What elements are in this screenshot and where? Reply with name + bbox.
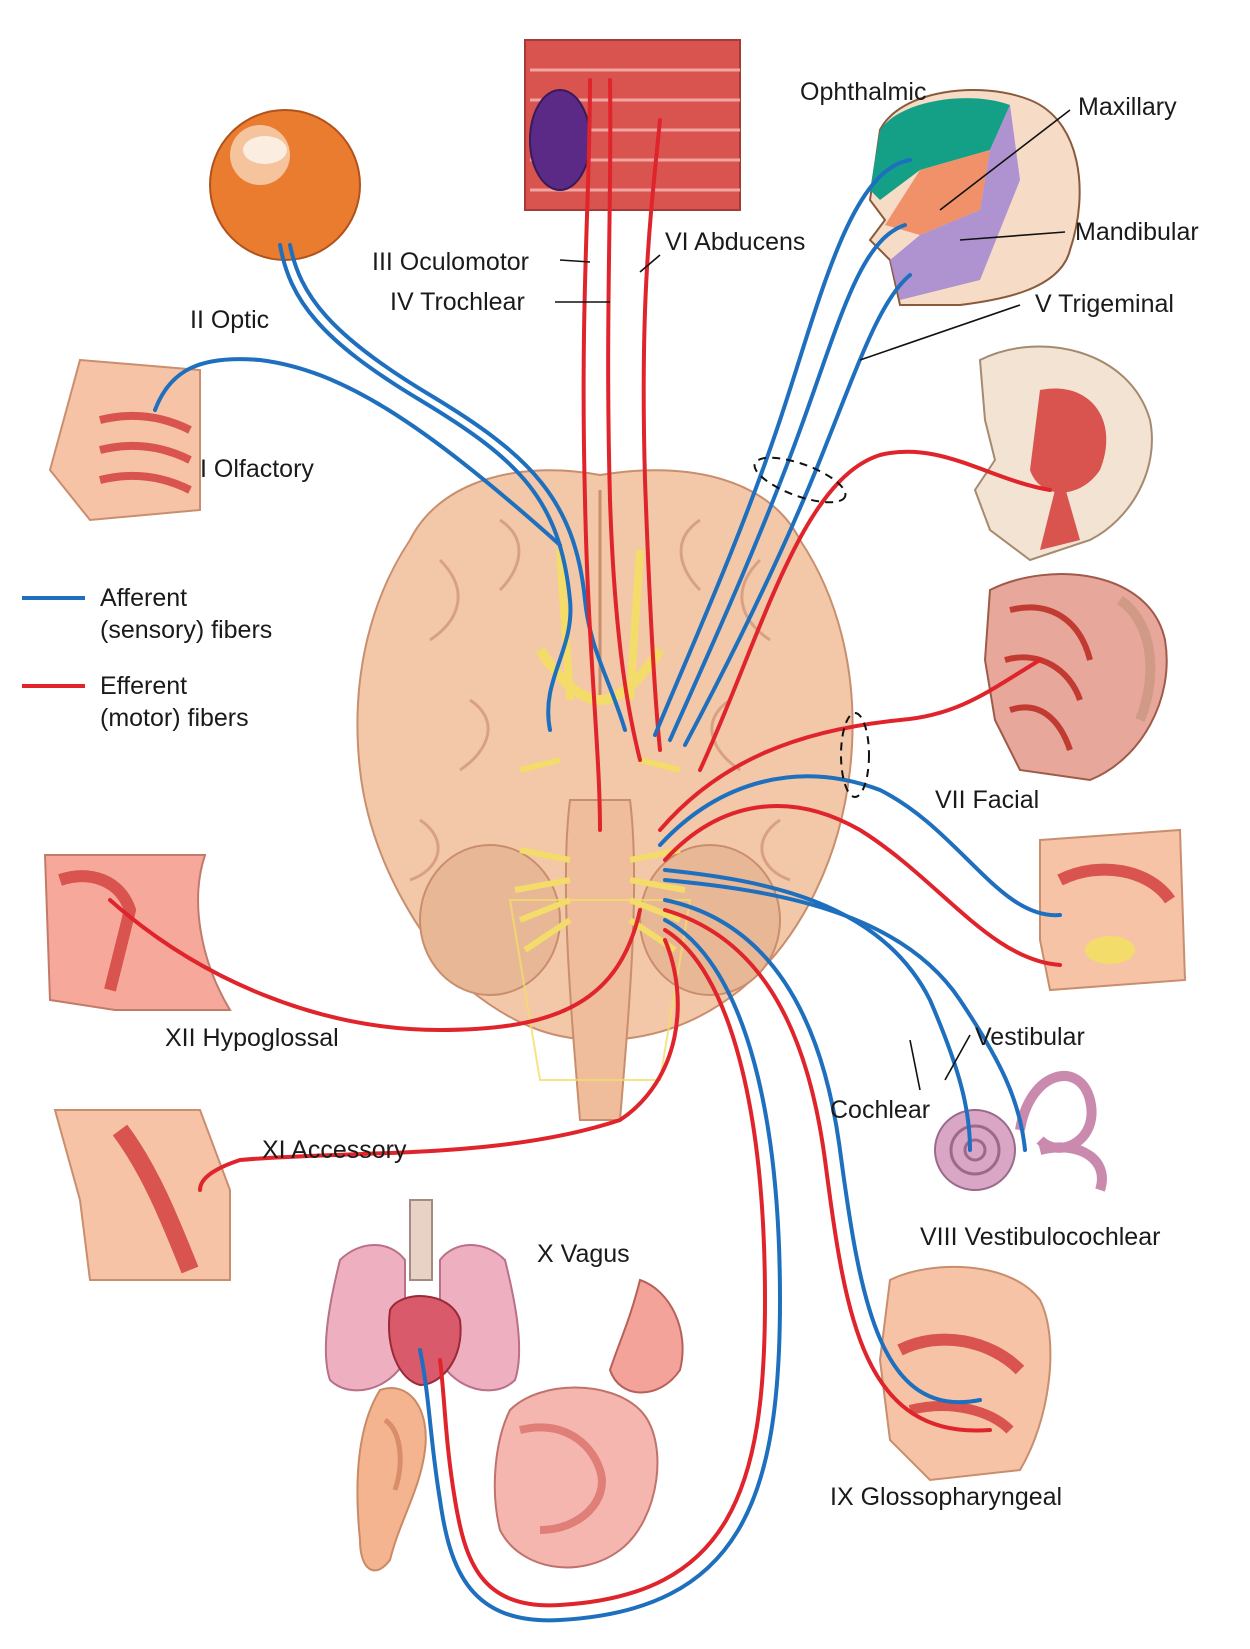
label-trochlear: IV Trochlear bbox=[390, 288, 525, 316]
afferent-legend-label: Afferent bbox=[100, 584, 187, 612]
trigeminal-bundle-marker bbox=[753, 456, 847, 504]
lungs-heart-icon bbox=[324, 1199, 521, 1392]
facial-sensory-fiber bbox=[658, 774, 1062, 918]
face-muscles-icon bbox=[983, 573, 1168, 782]
eye-icon bbox=[209, 109, 361, 261]
label-accessory: XI Accessory bbox=[262, 1136, 407, 1164]
glossopharyngeal-sensory-fiber bbox=[663, 898, 982, 1404]
legend: Afferent (sensory) fibers Efferent (moto… bbox=[22, 584, 272, 732]
accessory-fiber bbox=[198, 938, 680, 1192]
oculomotor-fiber bbox=[581, 78, 602, 832]
trigeminal-fiber-2 bbox=[668, 223, 907, 742]
facial-lower-fiber bbox=[663, 804, 1062, 967]
cochlear-fiber bbox=[663, 868, 972, 1152]
nasal-cavity-icon bbox=[48, 358, 201, 522]
skull-jaw-muscles-icon bbox=[973, 345, 1153, 562]
label-trigeminal: V Trigeminal bbox=[1035, 290, 1174, 318]
label-olfactory: I Olfactory bbox=[200, 455, 314, 483]
label-vestibulocochlear: VIII Vestibulocochlear bbox=[920, 1223, 1160, 1251]
vagus-motor-fiber bbox=[438, 928, 767, 1608]
outer-ear-icon bbox=[356, 1387, 427, 1572]
facial-motor-fiber bbox=[658, 658, 1042, 832]
efferent-legend-sublabel: (motor) fibers bbox=[100, 704, 249, 732]
trigeminal-motor-fiber bbox=[698, 449, 1052, 772]
trochlear-fiber bbox=[606, 78, 642, 762]
label-optic: II Optic bbox=[190, 306, 269, 334]
nerve-labels: I Olfactory II Optic III Oculomotor IV T… bbox=[165, 78, 1199, 1511]
vestibular-fiber bbox=[663, 878, 1027, 1152]
olfactory-fiber bbox=[153, 357, 562, 547]
label-ophthalmic: Ophthalmic bbox=[800, 78, 926, 106]
label-cochlear: Cochlear bbox=[830, 1096, 930, 1124]
label-abducens: VI Abducens bbox=[665, 228, 805, 256]
label-mandibular: Mandibular bbox=[1075, 218, 1199, 246]
vagus-sensory-fiber bbox=[418, 918, 782, 1623]
optic-fiber-2 bbox=[288, 243, 627, 732]
label-glossopharyngeal: IX Glossopharyngeal bbox=[830, 1483, 1062, 1511]
inner-ear-icon bbox=[934, 1071, 1107, 1192]
leader-lines bbox=[555, 109, 1071, 1091]
stomach-intestine-icon bbox=[493, 1278, 684, 1569]
brain-inferior-icon bbox=[356, 469, 854, 1121]
glossopharyngeal-motor-fiber bbox=[663, 908, 992, 1433]
trigeminal-fiber-1 bbox=[653, 158, 912, 737]
label-vagus: X Vagus bbox=[537, 1240, 630, 1268]
tongue-section-icon bbox=[1039, 828, 1187, 992]
facial-bundle-marker bbox=[840, 712, 870, 798]
optic-fiber-1 bbox=[278, 243, 573, 732]
label-facial: VII Facial bbox=[935, 786, 1039, 814]
hypoglossal-fiber bbox=[108, 898, 642, 1032]
afferent-legend-sublabel: (sensory) fibers bbox=[100, 616, 272, 644]
efferent-legend-label: Efferent bbox=[100, 672, 187, 700]
throat-section-icon bbox=[878, 1265, 1052, 1482]
abducens-fiber bbox=[641, 118, 662, 752]
neck-tongue-icon bbox=[43, 854, 232, 1011]
label-hypoglossal: XII Hypoglossal bbox=[165, 1024, 339, 1052]
head-dermatome-icon bbox=[868, 89, 1081, 306]
eye-muscles-icon bbox=[524, 39, 741, 211]
label-vestibular: Vestibular bbox=[975, 1023, 1085, 1051]
label-maxillary: Maxillary bbox=[1078, 93, 1177, 121]
label-oculomotor: III Oculomotor bbox=[372, 248, 529, 276]
neck-muscle-icon bbox=[53, 1109, 231, 1281]
